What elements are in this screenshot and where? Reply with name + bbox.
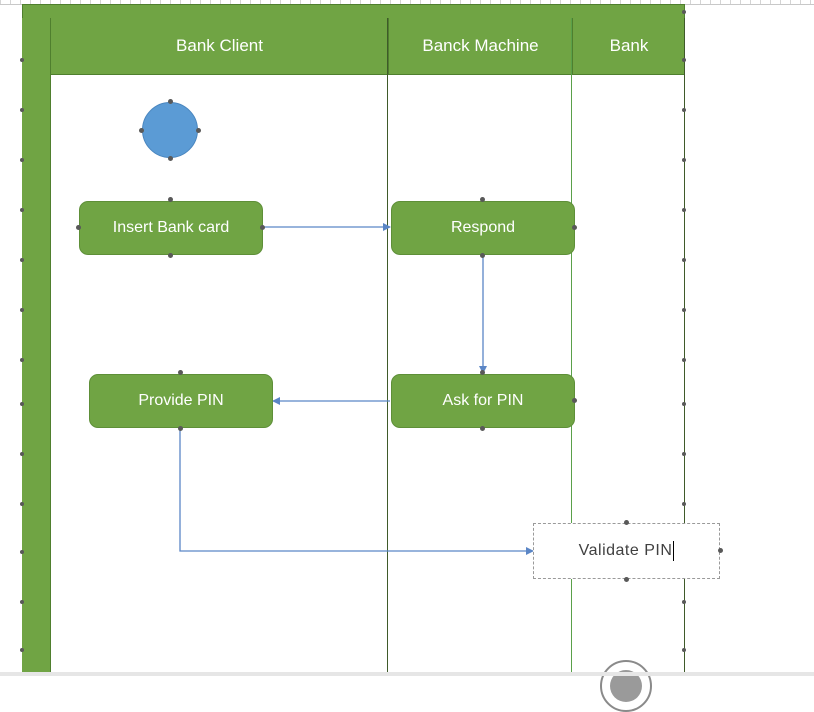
selection-handle[interactable] [76, 225, 81, 230]
activity-insert-bank-card[interactable]: Insert Bank card [79, 201, 263, 255]
selection-handle[interactable] [572, 398, 577, 403]
selection-handle[interactable] [168, 99, 173, 104]
selection-handle[interactable] [480, 197, 485, 202]
selection-handle[interactable] [480, 253, 485, 258]
selection-handle[interactable] [168, 253, 173, 258]
selection-handle[interactable] [572, 225, 577, 230]
selection-handle[interactable] [178, 370, 183, 375]
selection-handle[interactable] [480, 426, 485, 431]
end-node[interactable] [600, 660, 652, 712]
lane-header-bank-client[interactable]: Bank Client [50, 18, 388, 75]
validate-pin-textbox[interactable]: Validate PIN [533, 523, 720, 579]
lane-separator [387, 18, 388, 676]
validate-pin-text: Validate PIN [578, 542, 673, 559]
activity-label: Ask for PIN [442, 392, 524, 409]
start-node[interactable] [142, 102, 198, 158]
selection-handle[interactable] [196, 128, 201, 133]
activity-provide-pin[interactable]: Provide PIN [89, 374, 273, 428]
selection-handle[interactable] [480, 370, 485, 375]
selection-handle[interactable] [168, 197, 173, 202]
activity-label: Respond [450, 219, 516, 236]
lane-header-banck-machine[interactable]: Banck Machine [388, 18, 572, 75]
lane-label-bank: Bank [609, 36, 649, 55]
selection-handle[interactable] [168, 156, 173, 161]
selection-handle[interactable] [178, 426, 183, 431]
selection-handle[interactable] [718, 548, 723, 553]
activity-respond[interactable]: Respond [391, 201, 575, 255]
selection-handle[interactable] [139, 128, 144, 133]
selection-handle[interactable] [624, 577, 629, 582]
connector-provide-to-validate [179, 429, 534, 555]
bottom-scroll-strip [0, 672, 814, 676]
selection-handle[interactable] [624, 520, 629, 525]
activity-ask-for-pin[interactable]: Ask for PIN [391, 374, 575, 428]
activity-label: Provide PIN [138, 392, 224, 409]
pool-header-bar[interactable] [22, 4, 685, 19]
activity-label: Insert Bank card [112, 219, 230, 236]
lane-label-bank-client: Bank Client [176, 36, 263, 55]
pool-left-bar[interactable] [22, 18, 51, 676]
selection-handle[interactable] [260, 225, 265, 230]
lane-separator [684, 18, 685, 676]
lane-header-bank[interactable]: Bank [572, 18, 685, 75]
lane-separator [571, 18, 572, 676]
text-cursor [673, 541, 675, 561]
lane-label-banck-machine: Banck Machine [422, 36, 539, 55]
